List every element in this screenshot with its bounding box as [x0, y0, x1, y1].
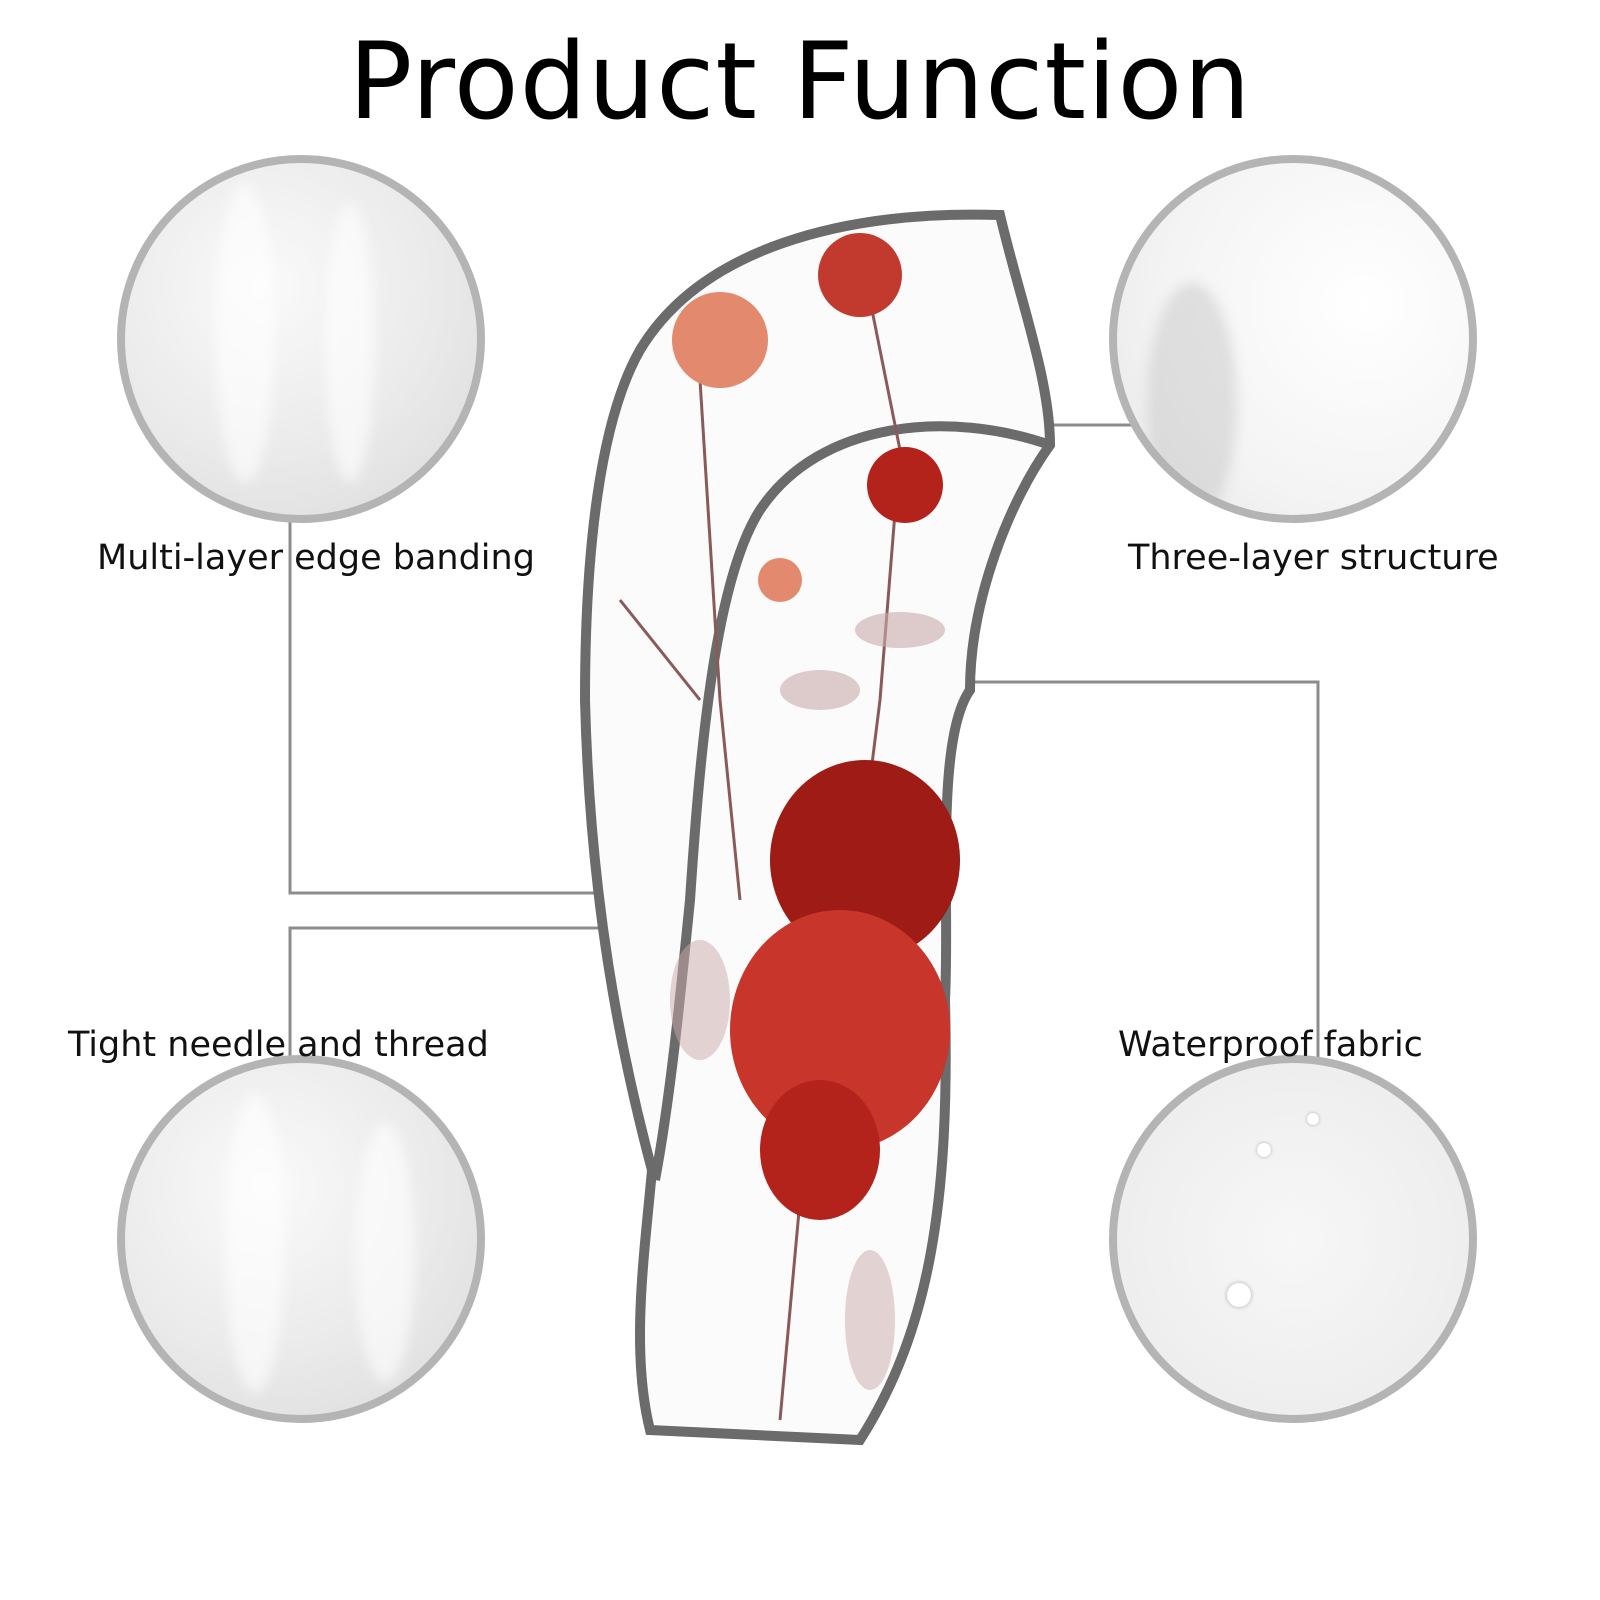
floral-print: [618, 299, 945, 1421]
detail-circle-three-layer: [1109, 155, 1477, 523]
detail-circle-needle-thread: [117, 1055, 485, 1423]
page-title: Product Function: [348, 20, 1252, 143]
feature-label-waterproof: Waterproof fabric: [1118, 1025, 1423, 1065]
detail-circle-edge-banding: [117, 155, 485, 523]
detail-circle-waterproof: [1109, 1055, 1477, 1423]
feature-label-three-layer: Three-layer structure: [1128, 538, 1499, 578]
peony-flowers: [672, 233, 960, 1220]
feature-label-needle-thread: Tight needle and thread: [68, 1025, 489, 1065]
feature-label-edge-banding: Multi-layer edge banding: [97, 538, 535, 578]
